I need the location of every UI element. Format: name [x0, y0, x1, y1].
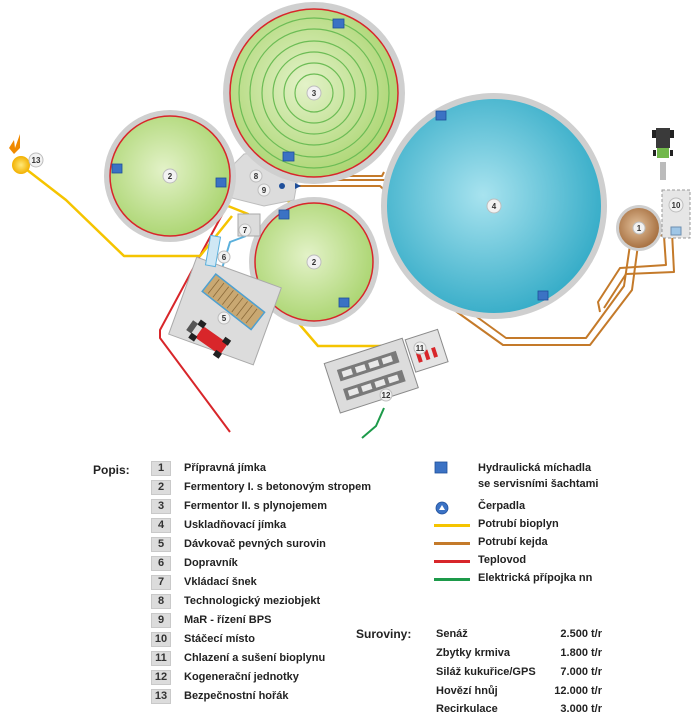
- pump-icon: [279, 183, 285, 189]
- slurry-line-swatch: [434, 542, 470, 545]
- legend-number: 12: [151, 670, 171, 685]
- tag-2-left: 2: [168, 172, 173, 181]
- legend-item-label: Stáčecí místo: [184, 633, 255, 645]
- suroviny-item-name: Recirkulace: [436, 703, 498, 715]
- suroviny-item-name: Siláž kukuřice/GPS: [436, 666, 536, 678]
- mixer-symbol-icon: [434, 461, 448, 474]
- pump-icon: [295, 183, 301, 189]
- loader-icon: [186, 319, 232, 359]
- tag-7: 7: [243, 226, 248, 235]
- legend-item-label: Technologický meziobjekt: [184, 595, 321, 607]
- suroviny-item-value: 1.800 t/r: [560, 647, 602, 659]
- suroviny-item-name: Senáž: [436, 628, 468, 640]
- slurry-line-label: Potrubí kejda: [478, 536, 548, 548]
- legend-number: 9: [151, 613, 171, 628]
- tag-badges: 3 2 2 4 1 10 8 9 7 6 5 12 11 13: [28, 85, 684, 402]
- tag-13: 13: [32, 156, 41, 165]
- tag-4: 4: [492, 202, 497, 211]
- heat-line-label: Teplovod: [478, 554, 527, 566]
- legend-item-label: Přípravná jímka: [184, 462, 266, 474]
- legend-item-label: Fermentor II. s plynojemem: [184, 500, 328, 512]
- heat-line-swatch: [434, 560, 470, 563]
- mixer-symbol-label-2: se servisními šachtami: [478, 478, 599, 490]
- legend-item-label: Fermentory I. s betonovým stropem: [184, 481, 372, 493]
- legend-number: 13: [151, 689, 171, 704]
- tag-9: 9: [262, 186, 267, 195]
- suroviny-item-value: 7.000 t/r: [560, 666, 602, 678]
- legend-item-label: Dávkovač pevných surovin: [184, 538, 326, 550]
- legend-number: 4: [151, 518, 171, 533]
- legend-number: 1: [151, 461, 171, 476]
- cooling-unit: [404, 328, 449, 373]
- suroviny-item-name: Zbytky krmiva: [436, 647, 510, 659]
- tag-8: 8: [254, 172, 259, 181]
- legend-item-label: Dopravník: [184, 557, 238, 569]
- suroviny-item-value: 3.000 t/r: [560, 703, 602, 715]
- electric-line-label: Elektrická přípojka nn: [478, 572, 593, 584]
- biogas-line-swatch: [434, 524, 470, 527]
- pump-symbol-label: Čerpadla: [478, 500, 526, 512]
- suroviny-item-name: Hovězí hnůj: [436, 685, 498, 697]
- legend-number: 11: [151, 651, 171, 666]
- legend-title: Popis:: [93, 463, 130, 477]
- legend-number: 6: [151, 556, 171, 571]
- tag-11: 11: [416, 344, 425, 353]
- pump-symbol-icon: [435, 501, 449, 515]
- tag-5: 5: [222, 314, 227, 323]
- legend-number: 3: [151, 499, 171, 514]
- solid-feeder-hopper: [201, 273, 266, 331]
- legend-number: 2: [151, 480, 171, 495]
- suroviny-title: Suroviny:: [356, 627, 412, 641]
- tag-12: 12: [382, 391, 391, 400]
- safety-flare-icon: [9, 134, 30, 174]
- legend-number: 10: [151, 632, 171, 647]
- unloading-hopper: [670, 226, 682, 236]
- legend-item-label: Uskladňovací jímka: [184, 519, 287, 531]
- legend-item-label: Kogenerační jednotky: [184, 671, 299, 683]
- mixer-symbol-label-1: Hydraulická míchadla: [478, 462, 592, 474]
- tag-6: 6: [222, 253, 227, 262]
- tractor-icon: [652, 128, 674, 180]
- legend-number: 5: [151, 537, 171, 552]
- tag-2-lower: 2: [312, 258, 317, 267]
- legend-item-label: Chlazení a sušení bioplynu: [184, 652, 326, 664]
- legend-number: 7: [151, 575, 171, 590]
- suroviny-item-value: 12.000 t/r: [554, 685, 602, 697]
- suroviny-item-value: 2.500 t/r: [560, 628, 602, 640]
- chp-building: [323, 337, 419, 414]
- tag-1: 1: [637, 224, 642, 233]
- electric-connection: [361, 407, 385, 439]
- legend-item-label: MaR - řízení BPS: [184, 614, 272, 626]
- biogas-line-label: Potrubí bioplyn: [478, 518, 559, 530]
- legend-number: 8: [151, 594, 171, 609]
- tag-3: 3: [312, 89, 317, 98]
- conveyor: [204, 234, 222, 268]
- legend-item-label: Bezpečnostní hořák: [184, 690, 289, 702]
- tag-10: 10: [672, 201, 681, 210]
- legend-item-label: Vkládací šnek: [184, 576, 257, 588]
- electric-line-swatch: [434, 578, 470, 581]
